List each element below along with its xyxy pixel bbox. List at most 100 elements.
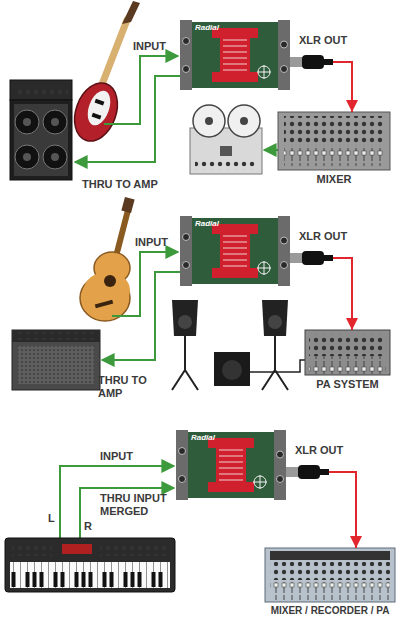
guitar-headstock: [121, 197, 134, 213]
speaker-cone: [43, 145, 67, 169]
xlr-plug-metal: [290, 253, 303, 263]
speaker-cap: [51, 153, 59, 161]
guitar-soundhole: [104, 275, 116, 287]
xlr-plug-metal: [286, 467, 299, 477]
di-stripe: [223, 64, 247, 65]
di-target-logo: [253, 475, 267, 489]
pa-mixer-faders: [309, 356, 386, 374]
guitar-pickup: [95, 99, 105, 106]
end-cap: [274, 430, 286, 500]
brand-logo: Radial: [195, 23, 219, 33]
amp-knobs: [14, 86, 68, 94]
speaker-cable: [250, 360, 305, 372]
jack: [281, 41, 288, 48]
device-box: PA SYSTEM: [305, 330, 390, 375]
jack: [277, 451, 284, 458]
jack: [281, 262, 288, 269]
speaker-cone: [15, 110, 39, 134]
end-cap: [278, 216, 290, 286]
xlr-plug-boot: [323, 59, 333, 65]
di-stripe: [219, 480, 243, 481]
speaker-cone: [43, 110, 67, 134]
di-stripe: [223, 242, 247, 243]
connector-label: XLR OUT: [299, 34, 347, 47]
di-panel: [212, 72, 258, 82]
di-panel: [212, 268, 258, 278]
brand-logo: Radial: [195, 219, 219, 229]
end-cap: [278, 20, 290, 90]
console-knobs: [270, 562, 390, 580]
di-stripe: [223, 260, 247, 261]
xlr-connector: [290, 62, 352, 112]
jack: [179, 476, 186, 483]
record-wire: [264, 149, 278, 151]
xlr-plug-body: [298, 465, 320, 479]
di-target-logo: [257, 65, 271, 79]
di-stripe: [223, 248, 247, 249]
device-name: MIXER / RECORDER / PA: [271, 605, 390, 617]
reel-hub: [240, 117, 248, 125]
di-box: Radial: [176, 430, 286, 500]
di-stripe: [223, 70, 247, 71]
device-name: MIXER: [317, 173, 352, 186]
brand-logo: Radial: [191, 433, 215, 443]
device-box: MIXER: [278, 112, 390, 170]
di-body: [192, 218, 278, 284]
device-box: MIXER / RECORDER / PA: [265, 548, 395, 602]
di-target-logo: [257, 261, 271, 275]
di-panel: [208, 482, 254, 492]
mixer-faders: [284, 148, 384, 166]
di-stripe: [219, 468, 243, 469]
xlr-plug-metal: [290, 57, 303, 67]
jack: [183, 234, 190, 241]
device-name: PA SYSTEM: [316, 378, 378, 391]
subwoofer-cone: [222, 360, 242, 380]
speaker-cone: [178, 315, 192, 329]
di-target-logo: [258, 262, 270, 274]
subwoofer: [214, 352, 250, 386]
jack: [183, 262, 190, 269]
di-target-logo: [258, 66, 270, 78]
xlr-connector: [290, 258, 352, 330]
port-label: THRU INPUT MERGED: [100, 492, 178, 518]
thru-wire: [75, 76, 180, 162]
xlr-connector: [286, 472, 356, 548]
keybed: [10, 562, 170, 588]
console-faders: [270, 582, 390, 600]
connector-label: XLR OUT: [295, 444, 343, 457]
guitar-pickguard: [83, 88, 114, 129]
mixer-body: [278, 112, 390, 170]
di-stripe: [223, 58, 247, 59]
end-cap: [176, 430, 188, 500]
speaker-stand: [262, 336, 288, 390]
right-wire: [80, 488, 174, 540]
di-stripe: [223, 46, 247, 47]
amp-cabinet: [10, 100, 72, 180]
tape-reel: [193, 105, 225, 137]
jack: [179, 448, 186, 455]
keyboard-body: [5, 538, 175, 592]
end-cap: [180, 216, 192, 286]
di-stripe: [223, 236, 247, 237]
guitar-body: [84, 272, 130, 308]
guitar-bridge: [95, 300, 113, 309]
speaker-stand: [172, 336, 198, 390]
jack: [183, 38, 190, 45]
port-label: R: [84, 520, 98, 533]
di-stripe: [219, 450, 243, 451]
guitar-headstock: [122, 1, 140, 24]
di-stripe: [219, 456, 243, 457]
port-label: L: [48, 512, 62, 525]
di-body: [192, 22, 278, 88]
speaker-cap: [51, 118, 59, 126]
speaker-cap: [23, 153, 31, 161]
acoustic-amp-body: [12, 330, 100, 390]
di-stripe: [223, 254, 247, 255]
pa-speaker: [262, 300, 288, 336]
jack: [281, 237, 288, 244]
di-box: Radial: [180, 216, 290, 286]
